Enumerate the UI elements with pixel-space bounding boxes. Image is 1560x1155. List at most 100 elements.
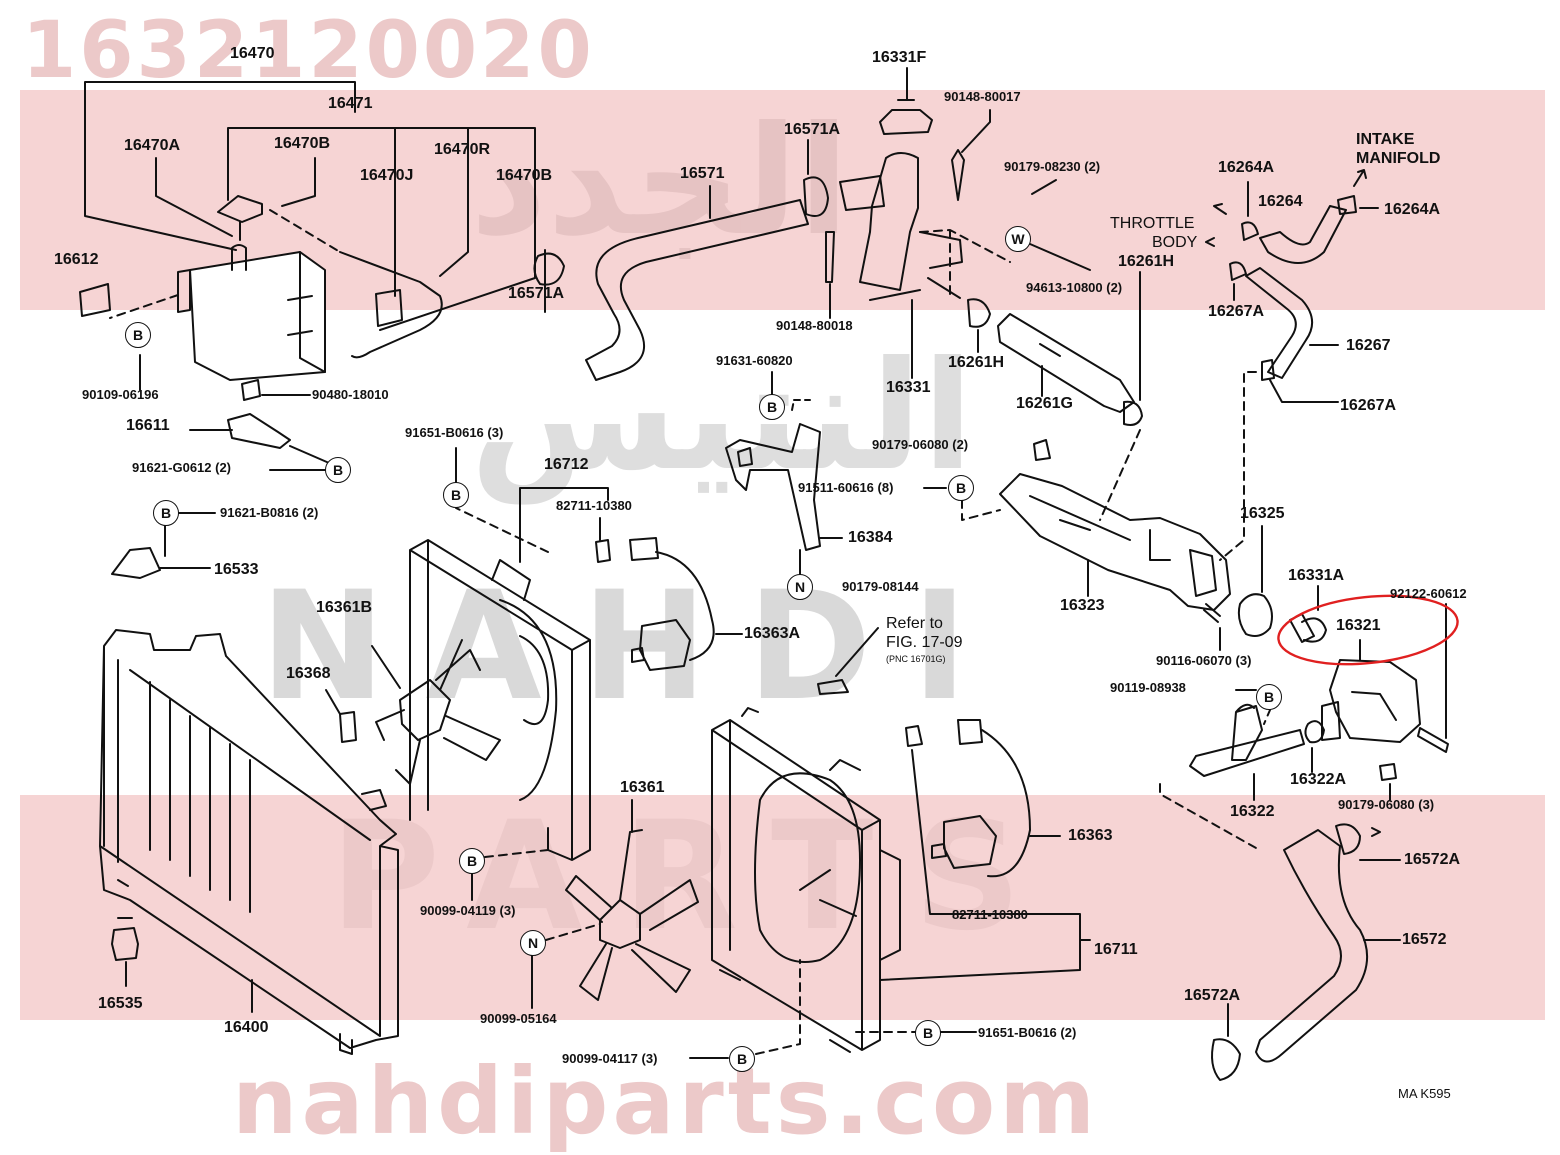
badge-b-91631: B [759, 394, 785, 420]
label-90109: 90109-06196 [82, 387, 159, 402]
label-16331A: 16331A [1288, 567, 1345, 584]
label-16261H-a: 16261H [948, 354, 1005, 371]
label-16325: 16325 [1240, 505, 1285, 522]
badge-b-90099-4119: B [459, 848, 485, 874]
bolt-90148-17 [951, 149, 965, 201]
label-16572A-b: 16572A [1184, 987, 1241, 1004]
label-92122: 92122-60612 [1390, 586, 1467, 601]
clamp-16267A-bottom [1261, 359, 1339, 403]
dash-b-to-pipe [1263, 709, 1271, 725]
bracket-16611 [227, 413, 291, 449]
fan-16361B [375, 639, 501, 785]
dash-neck-right [919, 229, 1011, 301]
label-91621B: 91621-B0816 (2) [220, 505, 319, 520]
clamp-16571A-bottom [533, 252, 565, 286]
badge-b-91511: B [948, 475, 974, 501]
clamp-16572A-bottom [1211, 1038, 1241, 1081]
oring-16322A [1304, 720, 1325, 744]
label-16470B-b: 16470B [496, 167, 553, 184]
figure-code: MA K595 [1398, 1086, 1451, 1101]
dash-b-90099-4117 [755, 959, 801, 1055]
label-82711-a: 82711-10380 [556, 498, 632, 513]
badge-b-91621b: B [153, 500, 179, 526]
hose-16261G [997, 313, 1135, 413]
stud-90116 [1203, 603, 1221, 623]
upper-hose-16571 [585, 175, 885, 381]
leader-16368 [325, 689, 341, 715]
watermark-site-url: nahdiparts.com [232, 1048, 1100, 1155]
badge-b-tank: B [125, 322, 151, 348]
highlight-ellipse-16321 [1277, 594, 1459, 666]
label-90148-18: 90148-80018 [776, 318, 853, 333]
leader-16470B [281, 157, 316, 207]
label-body: BODY [1152, 234, 1198, 251]
leader-16471 [227, 127, 536, 331]
hose-16267 [1245, 267, 1313, 379]
label-16535: 16535 [98, 995, 143, 1012]
label-throttle: THROTTLE [1110, 215, 1195, 232]
clamp-16572A-top [1335, 823, 1381, 855]
label-16711: 16711 [1094, 941, 1138, 958]
label-82711-b: 82711-10380 [952, 907, 1028, 922]
label-16363A: 16363A [744, 625, 801, 642]
motor-16363A [629, 537, 715, 671]
clamp-16261H-left [967, 298, 991, 328]
nut-90179-2 [1033, 439, 1051, 461]
label-16471: 16471 [328, 95, 373, 112]
badge-b-90099-4117: B [729, 1046, 755, 1072]
reservoir-hose-16470R [339, 251, 443, 359]
clamp-16571A-top [803, 176, 829, 217]
label-90148-17: 90148-80017 [944, 89, 1021, 104]
badge-b-91651-2: B [915, 1020, 941, 1046]
leader-90148-17 [961, 109, 991, 153]
label-16571: 16571 [680, 165, 725, 182]
drain-16535 [111, 917, 139, 961]
badge-w-94613: W [1005, 226, 1031, 252]
label-90480: 90480-18010 [312, 387, 389, 402]
grommet-90480 [241, 379, 261, 401]
arrow-throttle [1205, 203, 1227, 247]
clamp-16264A-left [1241, 221, 1259, 241]
hose-16264 [1259, 205, 1347, 264]
label-90116: 90116-06070 (3) [1156, 653, 1252, 668]
dash-tank-to-b [109, 294, 179, 319]
label-16571A-bottom: 16571A [508, 285, 565, 302]
label-16321: 16321 [1336, 617, 1381, 634]
clip-16368 [339, 711, 357, 743]
dash-pipe-to-hose [1159, 783, 1257, 849]
clip-16533 [111, 547, 211, 579]
clip-16712 [595, 539, 611, 563]
clip-82711-b [905, 725, 923, 747]
label-16470A: 16470A [124, 137, 181, 154]
fan-16361 [565, 829, 699, 1001]
label-16384: 16384 [848, 529, 893, 546]
label-90179-230: 90179-08230 (2) [1004, 159, 1101, 174]
label-fig-17-09: FIG. 17-09 [886, 634, 963, 651]
leader-16361B [371, 645, 401, 689]
label-16361: 16361 [620, 779, 665, 796]
label-16400: 16400 [224, 1019, 269, 1036]
fan-shroud-16711 [711, 707, 901, 1053]
radiator-neck-16331 [859, 152, 963, 301]
badge-n-90099-5164: N [520, 930, 546, 956]
lower-hose-16572 [1255, 829, 1369, 1063]
leader-91621B [164, 512, 216, 557]
label-16572: 16572 [1402, 931, 1447, 948]
label-16470R: 16470R [434, 141, 491, 158]
dash-cap-to-hose [269, 209, 341, 253]
label-91511: 91511-60616 (8) [798, 480, 894, 495]
label-16712: 16712 [544, 456, 589, 473]
bolt-92122 [1417, 727, 1449, 753]
reservoir-tank [177, 244, 326, 381]
label-16323: 16323 [1060, 597, 1105, 614]
watermark-band-bottom [20, 795, 1545, 1020]
housing-16323 [999, 473, 1231, 611]
label-91621G: 91621-G0612 (2) [132, 460, 232, 475]
label-16533: 16533 [214, 561, 259, 578]
leader-82711-b [879, 749, 1091, 981]
pad-refer [817, 679, 849, 695]
label-16261G: 16261G [1016, 395, 1073, 412]
fan-shroud-16712 [409, 539, 591, 861]
leader-90179-230 [1031, 179, 1057, 195]
